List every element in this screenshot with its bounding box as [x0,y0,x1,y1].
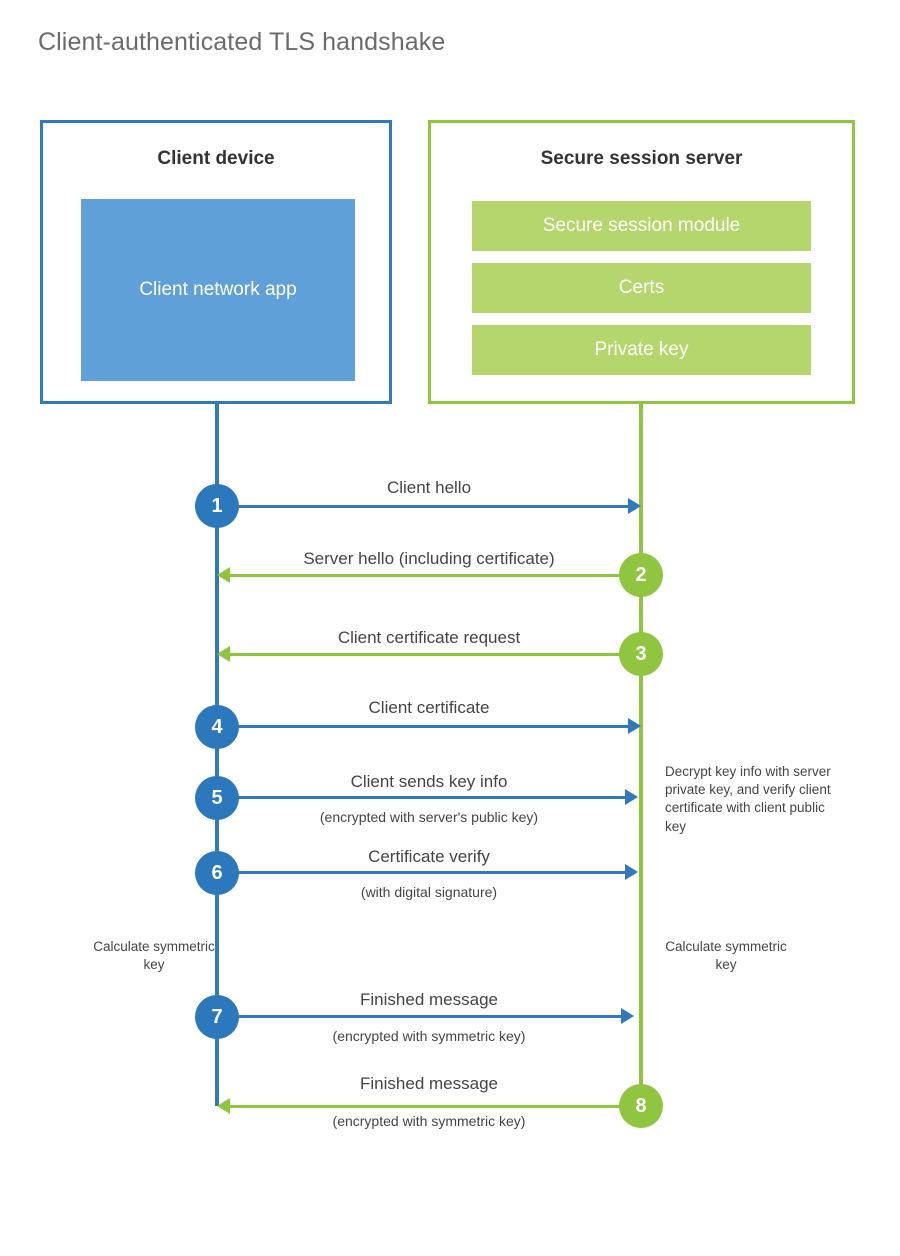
step-1-label: Client hello [386,478,472,497]
step-1-arrow-line [217,505,628,508]
step-1-arrowhead-icon [628,498,641,514]
client-calculate-symmetric-key-note: Calculate symmetric key [93,939,215,973]
step-5-label: Client sends key info [350,772,508,791]
step-4-badge: 4 [195,705,239,749]
server-decrypt-note: Decrypt key info with server private key… [665,764,831,834]
step-5-badge: 5 [195,776,239,820]
step-5-arrow-line [217,796,625,799]
step-2-label: Server hello (including certificate) [303,549,555,568]
step-8-badge: 8 [619,1084,663,1128]
step-4-arrowhead-icon [628,718,641,734]
step-7-arrowhead-icon [621,1008,634,1024]
step-3-label: Client certificate request [337,628,521,647]
step-5-arrowhead-icon [625,789,638,805]
client-lifeline [215,402,219,1106]
step-7-label: Finished message [360,990,498,1009]
server-module-secure-session: Secure session module [472,201,811,251]
step-4-arrow-line [217,725,628,728]
step-6-label: Certificate verify [368,847,490,866]
step-8-sublabel: (encrypted with symmetric key) [332,1113,526,1129]
page-title: Client-authenticated TLS handshake [38,28,446,56]
step-8-label: Finished message [360,1074,498,1093]
step-3-arrow-line [230,653,641,656]
step-7-arrow-line [217,1015,621,1018]
step-7-badge: 7 [195,995,239,1039]
step-3-badge: 3 [619,632,663,676]
server-module-private-key: Private key [472,325,811,375]
secure-session-server-title: Secure session server [540,148,743,169]
secure-session-server-box: Secure session server Secure session mod… [428,120,855,404]
step-2-badge: 2 [619,553,663,597]
step-8-arrow-line [230,1105,641,1108]
client-device-box: Client device Client network app [40,120,392,404]
step-5-sublabel: (encrypted with server's public key) [319,809,539,825]
server-calculate-symmetric-key-note: Calculate symmetric key [665,939,787,973]
step-4-label: Client certificate [368,698,490,717]
step-2-arrow-line [230,574,641,577]
step-2-arrowhead-icon [217,567,230,583]
step-6-arrow-line [217,871,625,874]
step-8-arrowhead-icon [217,1098,230,1114]
client-network-app-box: Client network app [81,199,355,381]
server-lifeline [639,402,643,1106]
step-6-badge: 6 [195,851,239,895]
server-module-certs: Certs [472,263,811,313]
step-6-sublabel: (with digital signature) [360,884,498,900]
server-module-list: Secure session module Certs Private key [472,201,811,375]
client-device-title: Client device [157,148,275,169]
step-1-badge: 1 [195,484,239,528]
step-3-arrowhead-icon [217,646,230,662]
step-7-sublabel: (encrypted with symmetric key) [332,1028,526,1044]
step-6-arrowhead-icon [625,864,638,880]
